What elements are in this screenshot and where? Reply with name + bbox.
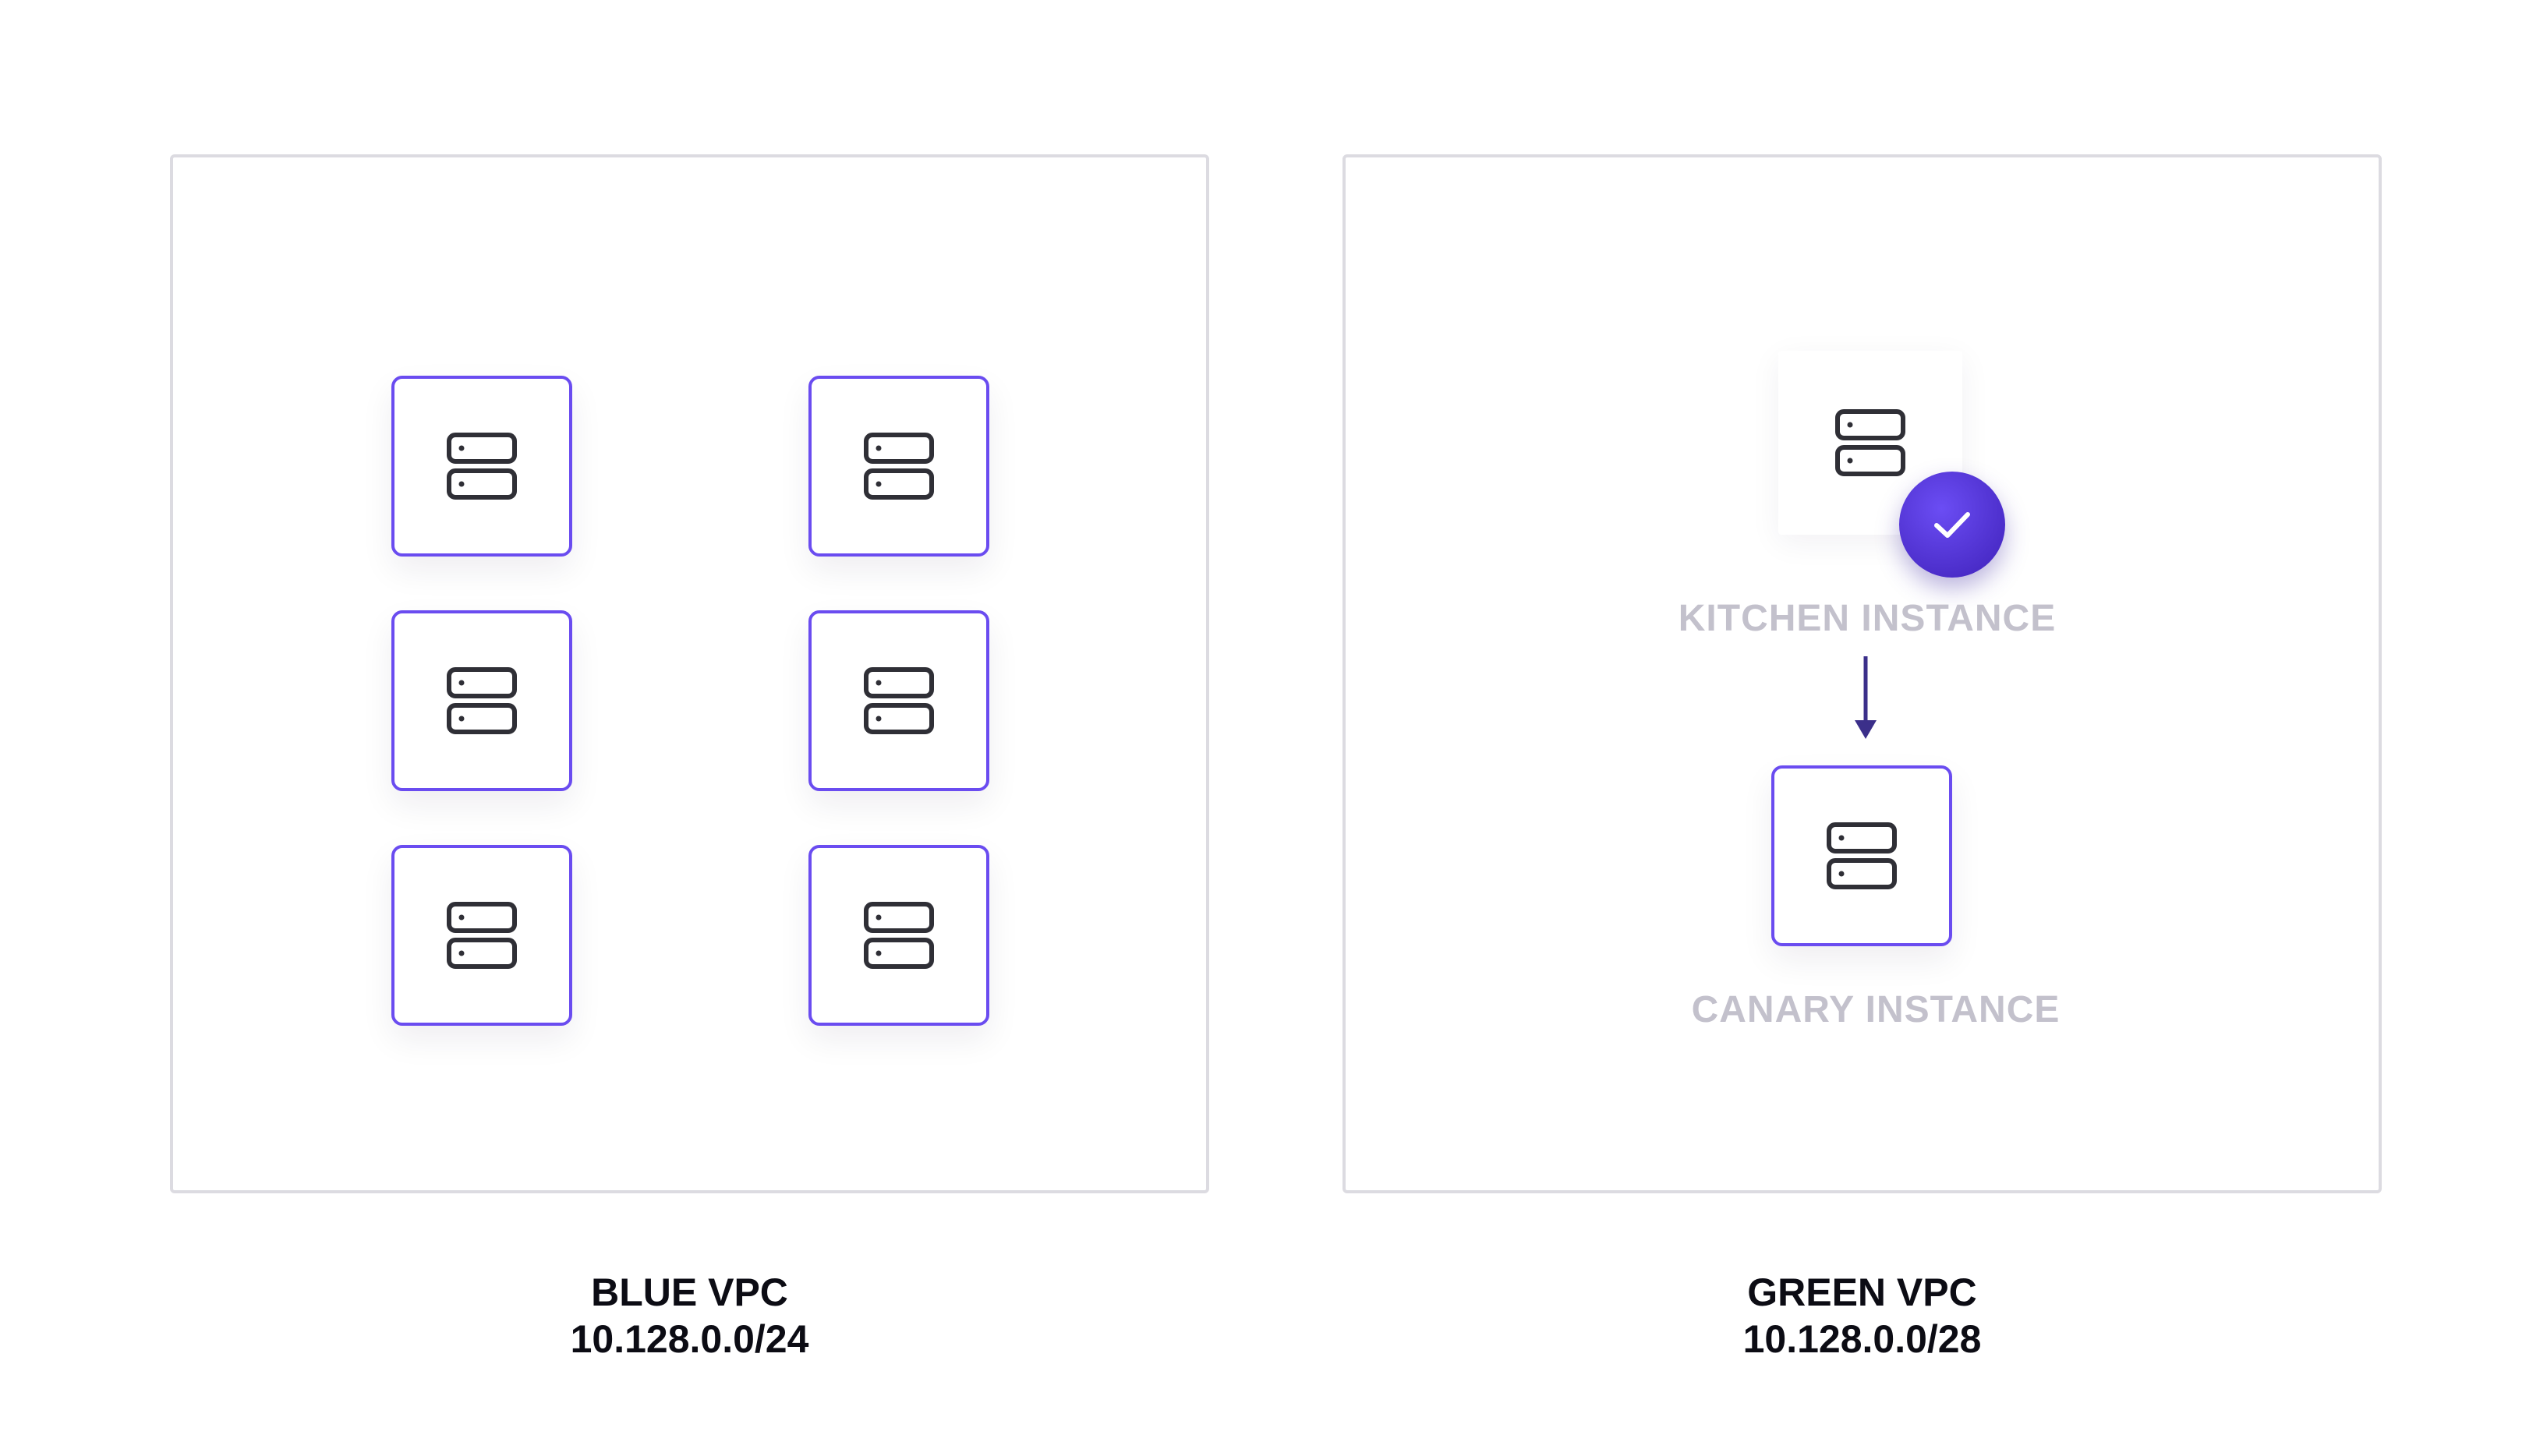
canary-instance[interactable] <box>1771 765 1952 946</box>
server-icon <box>447 667 517 734</box>
server-icon <box>447 902 517 969</box>
blue-vpc-cidr: 10.128.0.0/24 <box>570 1317 809 1361</box>
green-vpc-caption: GREEN VPC 10.128.0.0/28 <box>1342 1269 2382 1362</box>
blue-vpc-name: BLUE VPC <box>591 1270 788 1314</box>
green-vpc-name: GREEN VPC <box>1747 1270 1977 1314</box>
server-icon <box>1827 822 1897 889</box>
check-icon <box>1934 512 1970 538</box>
blue-vpc-panel <box>170 154 1209 1193</box>
server-icon <box>447 433 517 500</box>
blue-instance-1[interactable] <box>391 376 572 557</box>
server-icon <box>864 667 934 734</box>
blue-vpc-caption: BLUE VPC 10.128.0.0/24 <box>170 1269 1209 1362</box>
blue-instance-5[interactable] <box>391 845 572 1026</box>
arrow-down-icon <box>1855 656 1877 739</box>
green-vpc-cidr: 10.128.0.0/28 <box>1742 1317 1982 1361</box>
canary-instance-label: CANARY INSTANCE <box>1691 989 2061 1030</box>
check-badge <box>1899 472 2005 578</box>
green-vpc-panel: KITCHEN INSTANCE CANARY INSTANCE <box>1342 154 2382 1193</box>
server-icon <box>864 433 934 500</box>
server-icon <box>864 902 934 969</box>
blue-instance-2[interactable] <box>808 376 989 557</box>
blue-instance-6[interactable] <box>808 845 989 1026</box>
blue-instance-4[interactable] <box>808 610 989 791</box>
blue-instance-3[interactable] <box>391 610 572 791</box>
kitchen-instance-label: KITCHEN INSTANCE <box>1678 598 2057 639</box>
server-icon <box>1835 409 1905 476</box>
